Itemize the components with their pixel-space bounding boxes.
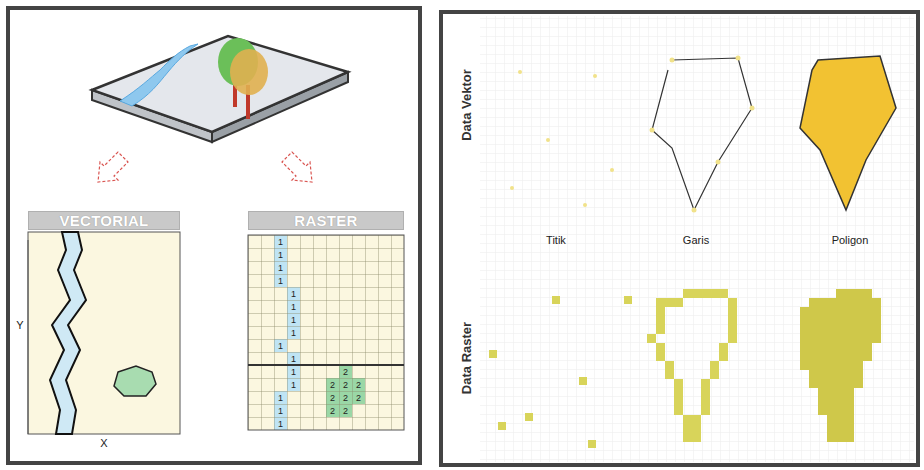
- cell-value: 1: [278, 341, 283, 350]
- cell-value: 1: [291, 380, 296, 389]
- polygon-vector: [800, 56, 896, 210]
- cell-value: 1: [278, 419, 283, 428]
- vector-map: [28, 232, 180, 434]
- cell-value: 2: [356, 393, 361, 402]
- type-label: Garis: [683, 235, 709, 246]
- cell-value: 1: [291, 315, 296, 324]
- row-heading: Data Raster: [460, 322, 473, 394]
- cell-value: 1: [291, 302, 296, 311]
- point-vector: [510, 70, 614, 207]
- cell-value: 2: [330, 380, 335, 389]
- cell-value: 1: [291, 354, 296, 363]
- tree-symbol: [218, 38, 268, 119]
- cell-value: 2: [343, 393, 348, 402]
- header-text: RASTER: [294, 212, 357, 229]
- cell-value: 1: [291, 289, 296, 298]
- axis-label: X: [100, 438, 107, 449]
- cell-value: 1: [278, 393, 283, 402]
- cell-value: 2: [330, 393, 335, 402]
- type-label: Titik: [546, 235, 566, 246]
- line-vector: [652, 58, 752, 210]
- panel-frame: [441, 12, 918, 465]
- raster-map: [248, 235, 404, 430]
- cell-value: 1: [278, 276, 283, 285]
- cell-value: 2: [343, 367, 348, 376]
- cell-value: 1: [291, 328, 296, 337]
- header-band: RASTER: [248, 211, 404, 230]
- cell-value: 1: [278, 263, 283, 272]
- row-heading: Data Vektor: [460, 69, 473, 141]
- cell-value: 1: [291, 367, 296, 376]
- split-arrow: [98, 152, 312, 182]
- cell-value: 1: [278, 406, 283, 415]
- cell-value: 2: [356, 380, 361, 389]
- cell-value: 2: [343, 406, 348, 415]
- panel-frame: [8, 8, 420, 463]
- forest-vector: [114, 366, 156, 396]
- header-text: VECTORIAL: [59, 212, 148, 229]
- river-vector: [50, 232, 86, 434]
- background-grid: [480, 16, 914, 462]
- cell-value: 2: [343, 380, 348, 389]
- header-band: VECTORIAL: [28, 211, 180, 230]
- cell-value: 1: [278, 237, 283, 246]
- cell-value: 1: [278, 250, 283, 259]
- terrain-slab: [92, 36, 348, 142]
- axis-label: Y: [16, 320, 23, 331]
- cell-value: 2: [330, 406, 335, 415]
- type-label: Poligon: [832, 235, 869, 246]
